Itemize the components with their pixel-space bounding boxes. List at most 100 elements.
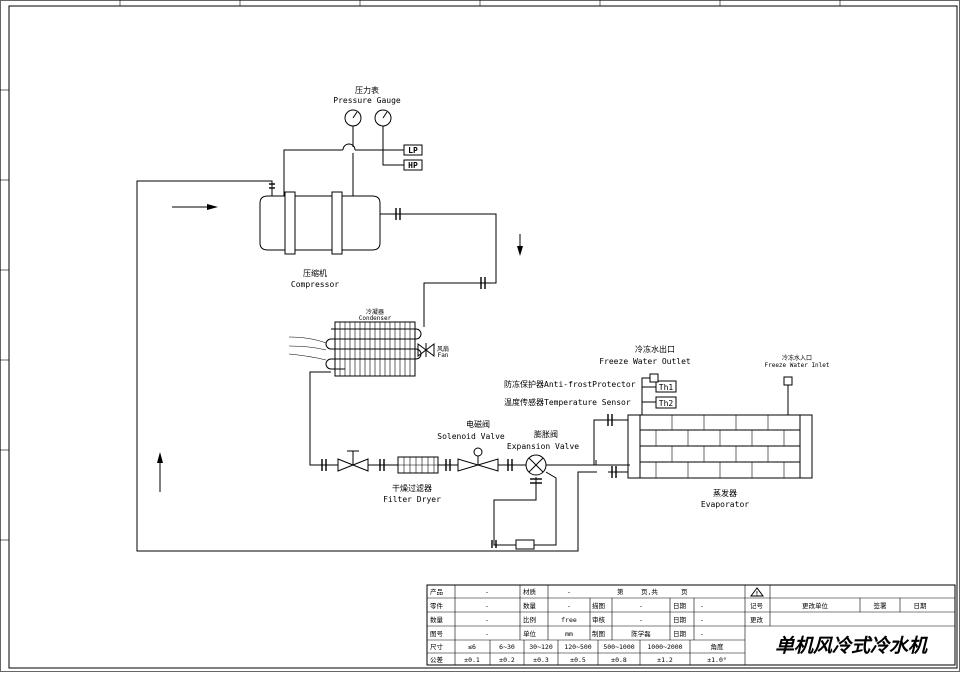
hp-switch: HP — [403, 159, 423, 171]
tb-r3-c4: free — [561, 616, 577, 624]
tb-r1-c1: 产品 — [430, 587, 443, 596]
lp-switch: LP — [403, 144, 423, 156]
tb-r3-c5: 审核 — [592, 615, 606, 624]
tb-r5-c4: 30~120 — [529, 643, 553, 651]
compressor — [259, 191, 381, 255]
warning-mark: ! — [755, 590, 759, 598]
tb-r2-c8: - — [700, 602, 704, 610]
tb-r5-c6: 500~1000 — [603, 643, 634, 651]
pressure-gauge-left — [344, 109, 362, 127]
tb-r6-c3: ±0.2 — [499, 656, 515, 664]
inlet-fitting — [783, 376, 793, 386]
rev-label-mark: 记号 — [750, 602, 764, 610]
drawing-title: 单机风冷式冷水机 — [775, 635, 929, 657]
tb-r2-c5: 描图 — [592, 601, 605, 610]
tb-r3-c2: - — [485, 616, 489, 624]
tb-r4-c5: 制图 — [592, 629, 605, 638]
tb-r1-c7: 页 — [681, 588, 688, 596]
tb-r5-c8: 角度 — [711, 642, 725, 651]
rev-label-sign: 签署 — [874, 601, 888, 610]
tb-r1-c3: 材质 — [523, 587, 537, 596]
condenser-label-cn: 冷凝器 — [366, 308, 384, 316]
outlet-fitting — [649, 373, 659, 383]
solenoid-valve-label-en: Solenoid Valve — [437, 432, 505, 441]
fan-label-cn: 风扇 — [437, 345, 449, 353]
tb-r4-c6: 陈学磊 — [631, 629, 651, 638]
airflow-lines — [288, 336, 327, 361]
tb-r1-c4: - — [567, 588, 571, 596]
tb-r4-c2: - — [485, 630, 489, 638]
tb-r1-c5: 第 — [617, 587, 624, 596]
evaporator-label-en: Evaporator — [701, 500, 749, 509]
tb-r3-c7: 日期 — [673, 616, 687, 624]
tb-r2-c3: 数量 — [523, 601, 537, 610]
tb-r2-c2: - — [485, 602, 489, 610]
tb-r3-c1: 数量 — [430, 615, 444, 624]
hp-switch-label: HP — [408, 161, 418, 170]
th2-sensor: Th2 — [655, 396, 677, 409]
freeze-water-outlet-label-cn: 冷冻水出口 — [635, 344, 675, 354]
tb-r6-c1: 公差 — [430, 655, 444, 664]
tb-r3-c3: 比例 — [523, 615, 536, 624]
tb-r5-c1: 尺寸 — [430, 642, 444, 651]
rev-label-unit: 更改单位 — [802, 601, 829, 610]
th1-sensor: Th1 — [655, 380, 677, 393]
tb-r3-c6: - — [639, 616, 643, 624]
tb-r2-c6: - — [639, 602, 643, 610]
freeze-water-inlet-label-en: Freeze Water Inlet — [764, 362, 829, 369]
refrigerant-piping — [136, 126, 789, 552]
compressor-label-en: Compressor — [291, 280, 339, 289]
pressure-gauge-label-cn: 压力表 — [355, 85, 379, 95]
fan — [417, 343, 435, 357]
evaporator — [627, 414, 813, 479]
tb-r5-c3: 6~30 — [499, 643, 515, 651]
antifrost-label: 防冻保护器Anti-frostProtector — [504, 379, 636, 389]
evaporator-label-cn: 蒸发器 — [713, 488, 737, 498]
tb-r3-c8: - — [700, 616, 704, 624]
expansion-valve-label-cn: 膨胀阀 — [534, 429, 558, 439]
freeze-water-outlet-label-en: Freeze Water Outlet — [599, 357, 691, 366]
pressure-gauge-label-en: Pressure Gauge — [333, 96, 401, 105]
tb-r2-c4: - — [567, 602, 571, 610]
lp-switch-label: LP — [408, 146, 418, 155]
tb-r4-c7: 日期 — [673, 630, 687, 638]
th1-label: Th1 — [659, 383, 674, 392]
temp-sensor-label: 温度传感器Temperature Sensor — [504, 397, 631, 407]
freeze-water-inlet-label-cn: 冷冻水入口 — [782, 354, 812, 362]
pipe-flanges — [269, 183, 617, 548]
flow-arrows — [157, 204, 523, 492]
tb-r2-c1: 零件 — [430, 601, 444, 610]
tb-r1-c2: - — [485, 588, 489, 596]
solenoid-valve-label-cn: 电磁阀 — [466, 419, 490, 429]
tb-r2-c7: 日期 — [673, 602, 687, 610]
tb-r5-c7: 1000~2000 — [647, 643, 682, 651]
tb-r6-c5: ±0.5 — [570, 656, 586, 664]
tb-r1-c6: 页,共 — [641, 587, 658, 596]
tb-r5-c2: ≤6 — [468, 643, 476, 651]
tb-r4-c4: mm — [565, 630, 573, 638]
pressure-gauge-right — [374, 109, 392, 127]
fan-label-en: Fan — [438, 352, 449, 359]
rev-row2-label: 更改 — [750, 615, 764, 624]
condenser-label-en: Condenser — [359, 315, 392, 322]
expansion-valve-label-en: Expansion Valve — [507, 442, 579, 451]
tb-r4-c3: 单位 — [523, 629, 537, 638]
tb-r6-c4: ±0.3 — [533, 656, 549, 664]
expansion-valve — [525, 454, 547, 476]
condenser — [325, 321, 422, 377]
manual-valve — [337, 450, 369, 472]
tb-r4-c1: 图号 — [430, 630, 444, 638]
tb-r6-c6: ±0.8 — [611, 656, 627, 664]
tb-r6-c2: ±0.1 — [464, 656, 480, 664]
solenoid-valve — [457, 447, 499, 472]
tb-r6-c7: ±1.2 — [657, 656, 673, 664]
th2-label: Th2 — [659, 399, 674, 408]
rev-label-date: 日期 — [914, 602, 928, 610]
filter-dryer-label-en: Filter Dryer — [383, 495, 441, 504]
filter-dryer — [397, 456, 439, 474]
tb-r4-c8: - — [700, 630, 704, 638]
title-block: ! 产品 - 材质 - 第 页,共 页 零件 - 数量 - 描图 - 日期 - … — [426, 584, 956, 666]
tb-r5-c5: 120~500 — [564, 643, 591, 651]
